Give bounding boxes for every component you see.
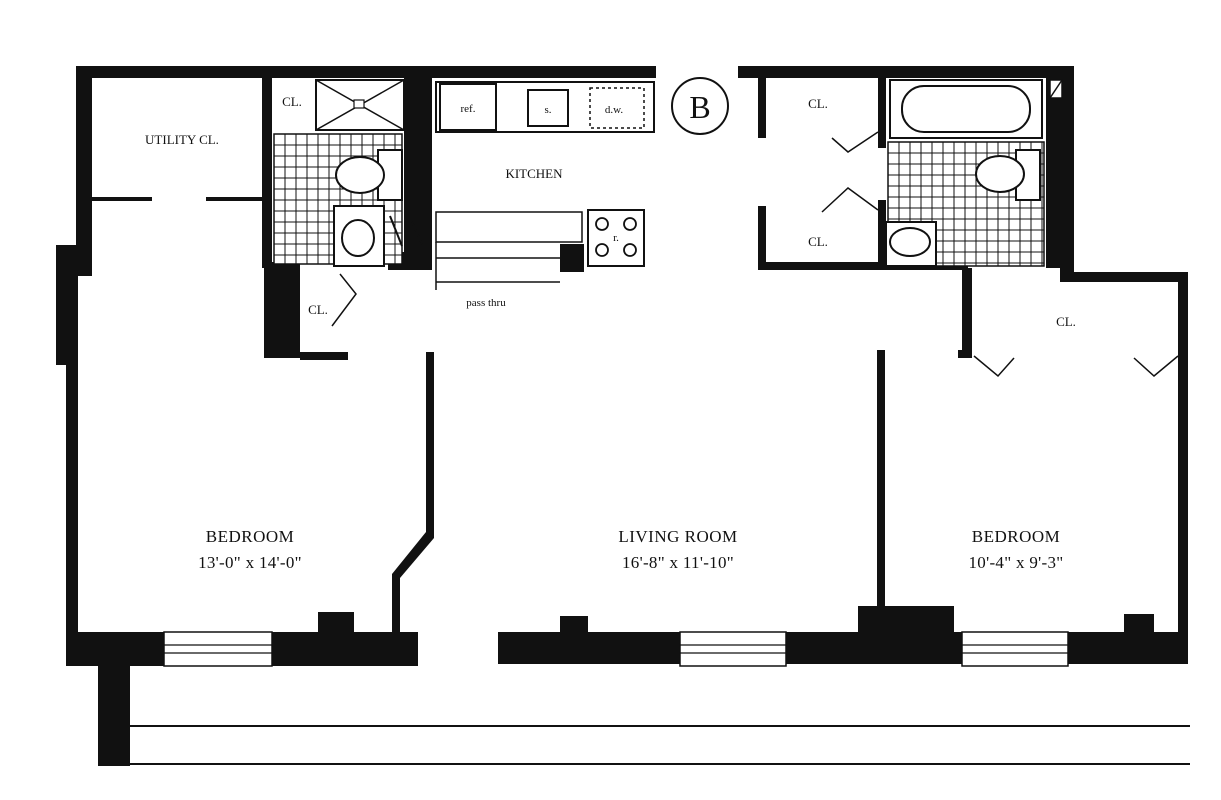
bedroom-left-name: BEDROOM (206, 527, 295, 546)
labels: UTILITY CL. CL. CL. CL. CL. CL. KITCHEN … (145, 94, 1076, 572)
windows (163, 631, 1069, 667)
refrigerator (439, 83, 497, 131)
range (587, 209, 645, 267)
closet-label-upper-right: CL. (808, 96, 828, 111)
kitchen-label: KITCHEN (505, 166, 563, 181)
dishwasher (589, 87, 645, 129)
closet-label-bedroom-right: CL. (1056, 314, 1076, 329)
refrigerator-label: ref. (461, 103, 476, 115)
closet-label-bath-left: CL. (282, 94, 302, 109)
toilet-left (335, 149, 403, 201)
living-room-size: 16'-8" x 11'-10" (622, 553, 734, 572)
bathroom-left (273, 79, 423, 267)
balcony (130, 725, 1190, 765)
bedroom-left-size: 13'-0" x 14'-0" (198, 553, 302, 572)
utility-closet-label: UTILITY CL. (145, 132, 219, 147)
walls (56, 66, 1188, 766)
sink-label: s. (544, 104, 551, 116)
dishwasher-label: d.w. (605, 104, 623, 116)
vanity-right (885, 221, 937, 267)
kitchen (435, 81, 655, 290)
bedroom-right-size: 10'-4" x 9'-3" (968, 553, 1063, 572)
sink (527, 89, 569, 127)
bedroom-right-name: BEDROOM (972, 527, 1061, 546)
toilet-right (975, 149, 1041, 201)
unit-badge-letter: B (689, 89, 710, 125)
bathroom-right (885, 79, 1063, 267)
bathtub (889, 79, 1043, 139)
closet-label-hall: CL. (308, 302, 328, 317)
vanity-left (333, 205, 385, 267)
closet-label-lower-right: CL. (808, 234, 828, 249)
pass-through-label: pass thru (466, 297, 506, 309)
door-swings (331, 131, 1179, 378)
living-room-name: LIVING ROOM (618, 527, 737, 546)
unit-badge: B (671, 77, 729, 135)
range-label: r. (613, 232, 619, 244)
